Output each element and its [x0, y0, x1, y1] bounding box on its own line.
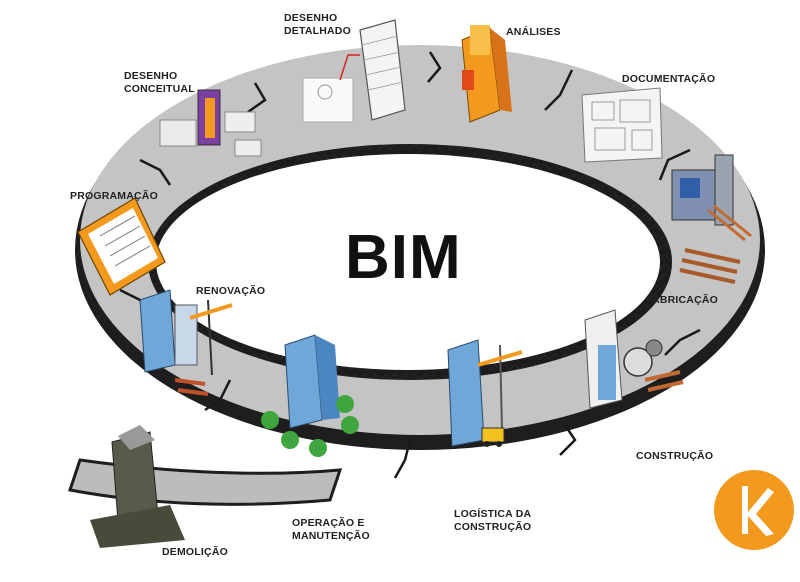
label-line: ANÁLISES — [506, 26, 561, 38]
label-line: DEMOLIÇÃO — [162, 546, 228, 558]
label-line: OPERAÇÃO E — [292, 517, 365, 529]
label-logistica: LOGÍSTICA DA CONSTRUÇÃO — [454, 508, 531, 534]
label-construcao: CONSTRUÇÃO — [636, 450, 713, 463]
label-documentacao: DOCUMENTAÇÃO — [622, 73, 715, 86]
label-line: DOCUMENTAÇÃO — [622, 73, 716, 85]
label-renovacao: RENOVAÇÃO — [196, 285, 265, 298]
detailed-tower-icon — [302, 19, 406, 123]
segment-dividers — [119, 51, 701, 479]
construction-building-icon — [584, 309, 684, 409]
label-programacao: PROGRAMAÇÃO — [70, 190, 158, 203]
label-line: MANUTENÇÃO — [292, 530, 370, 542]
documentation-blueprint-icon — [581, 87, 663, 163]
label-fabricacao: FABRICAÇÃO — [646, 294, 718, 307]
label-line: FABRICAÇÃO — [646, 294, 718, 306]
label-line: CONCEITUAL — [124, 83, 195, 95]
label-line: DESENHO — [124, 70, 178, 82]
label-line: DETALHADO — [284, 25, 351, 37]
logistics-building-icon — [447, 339, 523, 447]
label-line: CONSTRUÇÃO — [454, 521, 532, 533]
label-analises: ANÁLISES — [506, 26, 561, 39]
brand-logo-icon — [714, 470, 794, 550]
label-demolicao: DEMOLIÇÃO — [162, 546, 228, 559]
operation-building-icon — [261, 334, 359, 457]
concept-building-icon — [159, 89, 262, 157]
label-line: CONSTRUÇÃO — [636, 450, 714, 462]
fabrication-machine-icon — [671, 154, 752, 284]
diagram-title: BIM — [345, 223, 462, 292]
demolition-rubble-icon — [90, 425, 185, 548]
label-desenho-detalhado: DESENHO DETALHADO — [284, 12, 351, 38]
programming-clipboard-icon — [77, 197, 166, 296]
label-line: DESENHO — [284, 12, 338, 24]
label-line: RENOVAÇÃO — [196, 285, 266, 297]
renovation-building-icon — [139, 289, 233, 396]
analysis-building-icon — [461, 25, 512, 123]
ring-center — [156, 154, 660, 370]
ring-tail — [68, 458, 343, 506]
label-line: PROGRAMAÇÃO — [70, 190, 158, 202]
label-line: LOGÍSTICA DA — [454, 508, 532, 520]
label-operacao: OPERAÇÃO E MANUTENÇÃO — [292, 517, 370, 543]
label-desenho-conceitual: DESENHO CONCEITUAL — [124, 70, 195, 96]
